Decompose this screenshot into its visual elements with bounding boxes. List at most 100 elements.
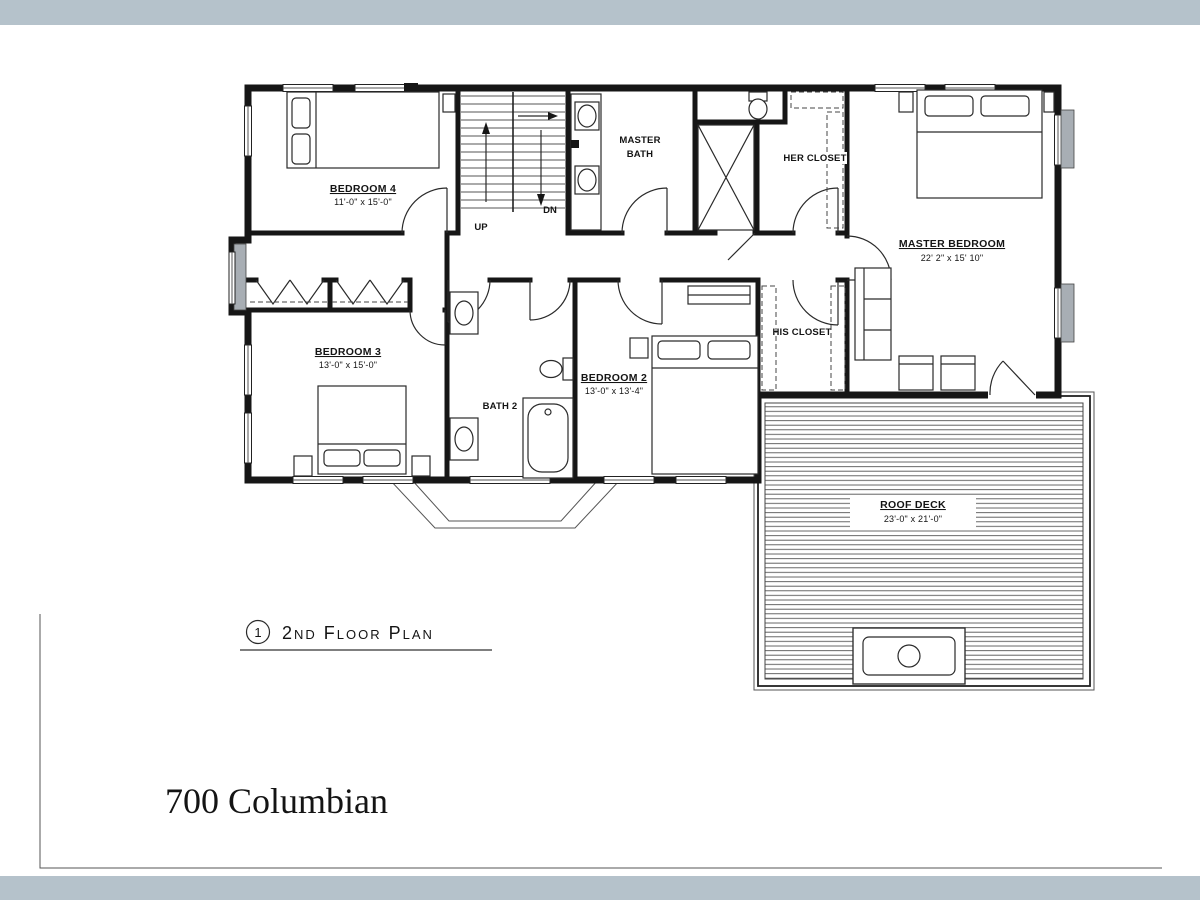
- title-block-border-line: [39, 614, 1162, 869]
- bedroom2-name: BEDROOM 2: [581, 372, 647, 384]
- his-closet-rod-east: [830, 285, 846, 391]
- window: [282, 84, 334, 92]
- bottom-margin-strip: [0, 876, 1200, 900]
- her-closet-label-halo: [783, 152, 847, 164]
- pillow: [980, 95, 1030, 117]
- stair-direction-arrowhead: [548, 112, 558, 120]
- bay-roof-inner-lines: [411, 479, 599, 522]
- master-bedroom-dims: 22' 2" x 15' 10": [921, 253, 984, 263]
- roof-deck-name: ROOF DECK: [880, 499, 946, 511]
- bath2-vanity: [449, 291, 479, 335]
- bathtub-basin: [527, 403, 569, 473]
- roof-deck-label-halo: [850, 496, 976, 530]
- bath2-toilet-bowl: [539, 359, 563, 379]
- master-bath-name-line1: MASTER: [619, 135, 660, 146]
- his-closet-rod-west: [761, 285, 777, 391]
- bath2-vanity: [449, 417, 479, 461]
- window: [362, 476, 414, 484]
- bath2-sink: [454, 426, 474, 452]
- bathtub-drain: [544, 408, 552, 416]
- bath2-sink: [454, 300, 474, 326]
- bed-bedroom2: [651, 335, 759, 475]
- stair-up-label: UP: [474, 222, 488, 233]
- nightstand: [411, 455, 431, 477]
- bed-master: [916, 89, 1043, 199]
- door-master-bath: [621, 187, 668, 234]
- windows: [228, 84, 1062, 484]
- her-closet-rod: [826, 111, 844, 229]
- door-shower: [727, 232, 756, 261]
- master-sink: [577, 104, 597, 128]
- pillow: [363, 449, 401, 467]
- project-title: 700 Columbian: [165, 781, 388, 821]
- bath2-name: BATH 2: [483, 401, 518, 412]
- pillow: [291, 97, 311, 129]
- nightstand: [629, 337, 649, 359]
- roof-hatch-box: [852, 627, 966, 685]
- nightstand: [442, 93, 456, 113]
- bathtub: [522, 397, 574, 479]
- roof-deck-dims: 23'-0" x 21'-0": [884, 514, 942, 524]
- bifold-closet-doors: [255, 279, 405, 306]
- nightstand: [898, 91, 914, 113]
- window: [603, 476, 655, 484]
- pillow: [657, 340, 701, 360]
- shower-stall: [697, 124, 755, 231]
- couch-cushions: [864, 298, 891, 331]
- armchair: [940, 355, 976, 391]
- window: [354, 84, 406, 92]
- her-closet-name: HER CLOSET: [783, 153, 846, 164]
- door-bedroom4: [401, 187, 448, 234]
- window: [675, 476, 727, 484]
- window: [244, 412, 252, 464]
- window-shutter-block: [1060, 109, 1075, 169]
- stair-up-arrowhead: [482, 122, 490, 134]
- callout-label: 2nd Floor Plan: [282, 623, 434, 643]
- door-bedroom3: [409, 309, 446, 346]
- her-closet-shelf: [790, 91, 844, 109]
- master-sink-basin: [574, 101, 600, 131]
- master-sink: [577, 168, 597, 192]
- door-his-closet: [792, 279, 839, 326]
- couch: [854, 267, 892, 361]
- room-labels: BEDROOM 4 11'-0" x 15'-0" BEDROOM 3 13'-…: [315, 135, 1005, 524]
- pillow: [323, 449, 361, 467]
- bath2-toilet-tank: [562, 357, 574, 381]
- shower-x: [697, 124, 755, 231]
- stair-down-label: DN: [543, 205, 557, 216]
- bedroom2-dims: 13'-0" x 13'-4": [585, 386, 643, 396]
- his-closet-name: HIS CLOSET: [772, 327, 831, 338]
- roof-deck: [753, 391, 1095, 691]
- staircase: UP DN: [461, 92, 565, 233]
- bed-bedroom4: [286, 91, 440, 169]
- nightstand: [293, 455, 313, 477]
- window: [228, 251, 236, 305]
- pillow: [707, 340, 751, 360]
- toilet-bowl: [748, 98, 768, 120]
- plan-callout: 1 2nd Floor Plan: [240, 619, 492, 651]
- master-bath-name-line2: BATH: [627, 149, 653, 160]
- roof-hatch-inner: [862, 636, 956, 676]
- window: [1054, 287, 1062, 339]
- door-bedroom2: [617, 279, 663, 325]
- stair-down-arrowhead: [537, 194, 545, 206]
- window: [244, 344, 252, 396]
- callout-number: 1: [254, 625, 261, 640]
- bedroom3-name: BEDROOM 3: [315, 346, 381, 358]
- window: [1054, 114, 1062, 166]
- chimney-column: [404, 83, 418, 93]
- top-margin-strip: [0, 0, 1200, 25]
- furniture: [286, 89, 1055, 477]
- window: [292, 476, 344, 484]
- master-bedroom-name: MASTER BEDROOM: [899, 238, 1005, 250]
- bed-bedroom3: [317, 385, 407, 475]
- nightstand: [1043, 91, 1055, 113]
- door-her-closet: [792, 187, 839, 234]
- door-bath2-east: [529, 279, 571, 321]
- bedroom4-dims: 11'-0" x 15'-0": [334, 197, 392, 207]
- callout-bubble: [245, 619, 271, 645]
- roof-hatch-vent: [897, 644, 921, 668]
- window-shutter-block: [1060, 283, 1075, 343]
